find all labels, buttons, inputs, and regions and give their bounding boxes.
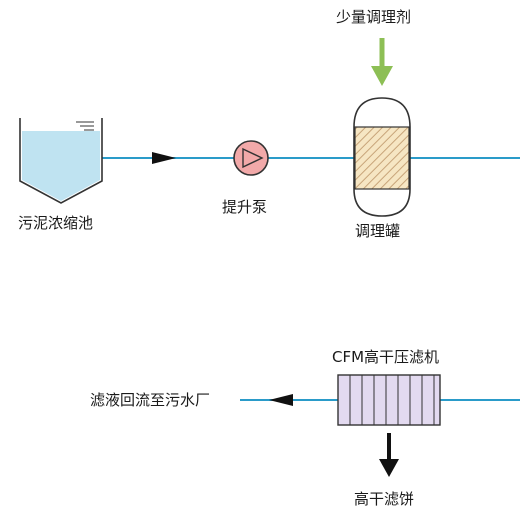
label-reagent: 少量调理剂	[336, 8, 412, 26]
label-filtrate-return: 滤液回流至污水厂	[90, 391, 211, 409]
cake-discharge-arrow-icon	[379, 433, 399, 477]
filter-press-icon	[337, 374, 441, 426]
lift-pump-icon	[233, 140, 269, 176]
label-dry-cake: 高干滤饼	[354, 490, 415, 508]
label-filter-press: CFM高干压滤机	[332, 348, 440, 366]
reagent-arrow-icon	[371, 38, 393, 86]
label-lift-pump: 提升泵	[222, 198, 268, 216]
conditioning-tank-icon	[353, 97, 411, 217]
flow-arrow-icon	[152, 152, 176, 164]
sludge-thickening-tank-icon	[19, 118, 103, 204]
label-conditioning-tank: 调理罐	[355, 222, 401, 240]
filtrate-arrow-icon	[269, 394, 293, 406]
label-sludge-thickening-tank: 污泥浓缩池	[18, 214, 94, 232]
